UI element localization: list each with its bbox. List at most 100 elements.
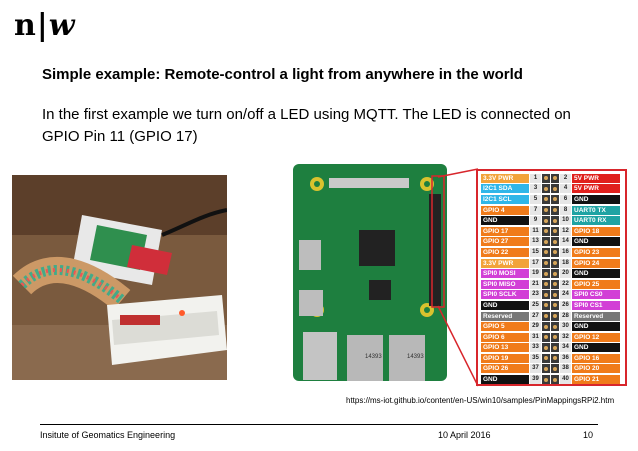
pin-label-left: 3.3V PWR	[481, 258, 529, 268]
pin-label-left: GPIO 26	[481, 364, 529, 374]
pin-dot-right	[551, 311, 559, 321]
pin-label-left: Reserved	[481, 311, 529, 321]
pin-dot-left	[542, 247, 550, 257]
pin-number-right: 24	[560, 290, 571, 300]
pin-number-right: 14	[560, 237, 571, 247]
pin-label-right: GND	[572, 237, 620, 247]
pin-label-left: GND	[481, 300, 529, 310]
pin-dot-left	[542, 353, 550, 363]
pin-label-left: GPIO 22	[481, 247, 529, 257]
pin-dot-left	[542, 216, 550, 226]
pin-number-left: 21	[530, 279, 541, 289]
pin-dot-left	[542, 226, 550, 236]
raspberry-pi-2-board-image: 14393 14393	[289, 160, 451, 385]
source-url: https://ms-iot.github.io/content/en-US/w…	[346, 396, 615, 405]
pin-label-right: GPIO 18	[572, 226, 620, 236]
pin-label-left: GPIO 27	[481, 237, 529, 247]
pin-dot-left	[542, 343, 550, 353]
pin-label-right: 5V PWR	[572, 184, 620, 194]
pin-number-left: 11	[530, 226, 541, 236]
pin-number-right: 36	[560, 353, 571, 363]
pin-number-left: 33	[530, 343, 541, 353]
pin-dot-left	[542, 194, 550, 204]
pin-number-left: 29	[530, 322, 541, 332]
pin-dot-right	[551, 237, 559, 247]
pin-number-left: 31	[530, 332, 541, 342]
pin-number-left: 17	[530, 258, 541, 268]
pin-label-left: SPI0 MOSI	[481, 269, 529, 279]
pin-dot-left	[542, 375, 550, 385]
pin-label-left: GPIO 19	[481, 353, 529, 363]
pin-number-left: 7	[530, 205, 541, 215]
pin-dot-left	[542, 184, 550, 194]
pin-dot-right	[551, 194, 559, 204]
pin-number-left: 39	[530, 375, 541, 385]
pin-number-right: 22	[560, 279, 571, 289]
pin-number-right: 8	[560, 205, 571, 215]
pin-number-left: 3	[530, 184, 541, 194]
pin-dot-right	[551, 247, 559, 257]
pin-dot-right	[551, 216, 559, 226]
pin-dot-left	[542, 332, 550, 342]
pin-label-left: GPIO 4	[481, 205, 529, 215]
pin-label-right: GPIO 25	[572, 279, 620, 289]
logo-separator: |	[36, 8, 49, 43]
pin-dot-left	[542, 269, 550, 279]
pin-dot-left	[542, 311, 550, 321]
pin-dot-right	[551, 173, 559, 183]
pin-dot-left	[542, 205, 550, 215]
pin-number-right: 20	[560, 269, 571, 279]
pin-number-right: 2	[560, 173, 571, 183]
pin-dot-right	[551, 290, 559, 300]
pin-dot-left	[542, 322, 550, 332]
pin-dot-right	[551, 332, 559, 342]
pin-dot-left	[542, 237, 550, 247]
pin-number-right: 28	[560, 311, 571, 321]
pin-number-right: 12	[560, 226, 571, 236]
pin-dot-right	[551, 343, 559, 353]
pin-label-right: UART0 RX	[572, 216, 620, 226]
svg-text:14393: 14393	[365, 354, 382, 360]
pin-number-right: 30	[560, 322, 571, 332]
pin-label-right: GPIO 12	[572, 332, 620, 342]
pin-number-left: 37	[530, 364, 541, 374]
pin-label-left: SPI0 SCLK	[481, 290, 529, 300]
pin-number-right: 6	[560, 194, 571, 204]
pin-number-right: 4	[560, 184, 571, 194]
slide-title: Simple example: Remote-control a light f…	[42, 66, 523, 83]
pin-dot-right	[551, 184, 559, 194]
pin-dot-left	[542, 364, 550, 374]
pin-label-left: GPIO 17	[481, 226, 529, 236]
pin-label-right: GND	[572, 194, 620, 204]
pin-dot-left	[542, 300, 550, 310]
pin-number-left: 27	[530, 311, 541, 321]
footer-date: 10 April 2016	[438, 430, 491, 440]
pin-dot-left	[542, 279, 550, 289]
pin-number-right: 32	[560, 332, 571, 342]
pin-label-right: 5V PWR	[572, 173, 620, 183]
pin-label-right: UART0 TX	[572, 205, 620, 215]
pin-number-right: 34	[560, 343, 571, 353]
pin-label-left: GPIO 13	[481, 343, 529, 353]
pin-number-right: 26	[560, 300, 571, 310]
pin-number-right: 10	[560, 216, 571, 226]
pin-number-left: 5	[530, 194, 541, 204]
pin-label-left: GPIO 6	[481, 332, 529, 342]
pin-dot-right	[551, 226, 559, 236]
pin-dot-right	[551, 205, 559, 215]
